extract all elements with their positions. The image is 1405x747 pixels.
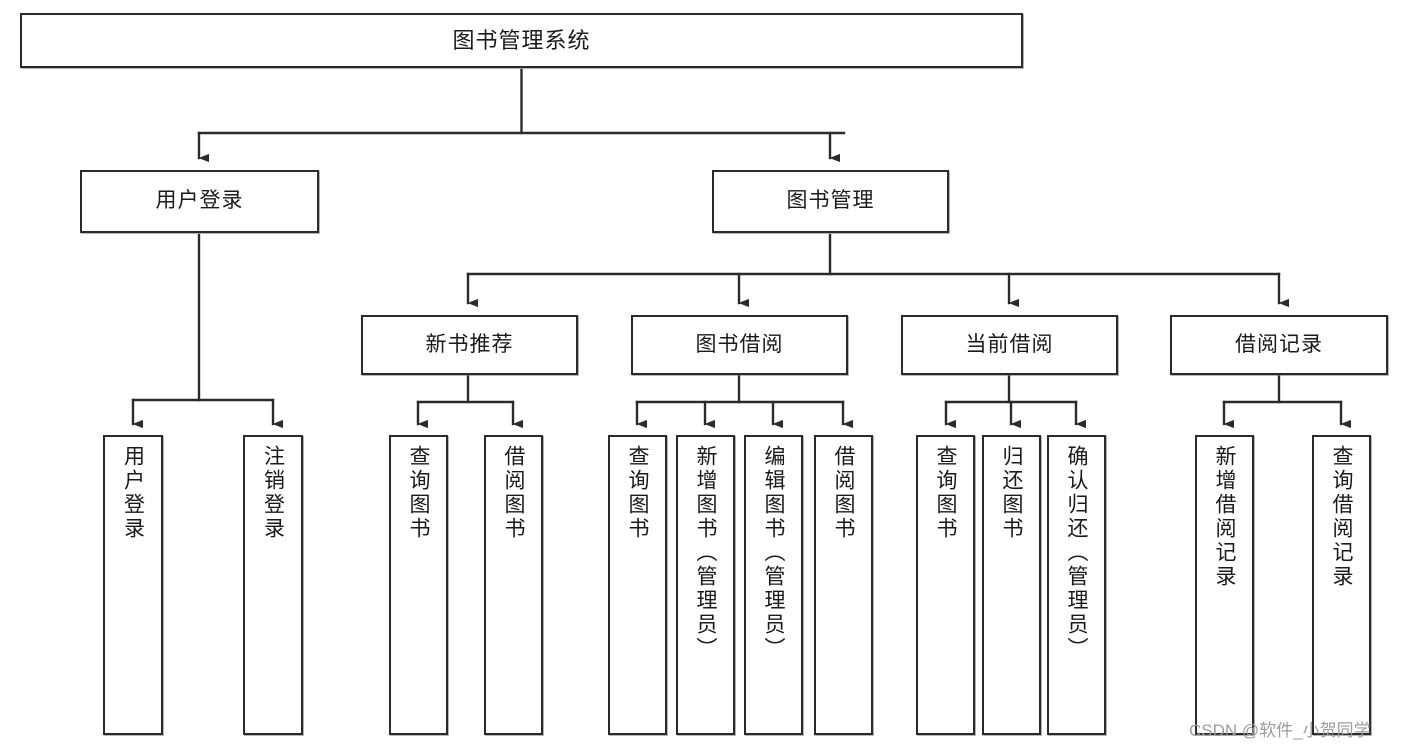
leaf-borrow-book-recommendation[interactable]: 借阅图书 xyxy=(484,435,543,735)
node-book-management[interactable]: 图书管理 xyxy=(712,170,949,233)
node-label: 查询图书 xyxy=(407,445,430,541)
node-label: 图书管理 xyxy=(786,189,875,213)
leaf-return-book[interactable]: 归还图书 xyxy=(982,435,1041,735)
node-label: 新增借阅记录 xyxy=(1213,445,1236,589)
node-label: 图书管理系统 xyxy=(452,27,591,53)
node-book-borrowing[interactable]: 图书借阅 xyxy=(631,315,848,375)
node-label: 确认归还（管理员） xyxy=(1065,445,1088,661)
leaf-add-book-admin[interactable]: 新增图书（管理员） xyxy=(676,435,735,735)
node-label: 新书推荐 xyxy=(425,332,514,356)
leaf-add-borrowing-record[interactable]: 新增借阅记录 xyxy=(1195,435,1254,735)
csdn-watermark: CSDN @软件_小贺同学 xyxy=(1189,721,1371,740)
leaf-confirm-return-admin[interactable]: 确认归还（管理员） xyxy=(1047,435,1106,735)
leaf-query-book-current[interactable]: 查询图书 xyxy=(916,435,975,735)
node-label: 借阅记录 xyxy=(1235,332,1323,356)
node-user-login[interactable]: 用户登录 xyxy=(80,170,319,233)
leaf-query-book-recommendation[interactable]: 查询图书 xyxy=(389,435,448,735)
node-label: 用户登录 xyxy=(155,189,244,213)
node-label: 新增图书（管理员） xyxy=(694,445,717,661)
node-label: 借阅图书 xyxy=(502,445,525,541)
node-label: 当前借阅 xyxy=(965,332,1054,356)
node-label: 归还图书 xyxy=(1000,445,1023,541)
leaf-user-login[interactable]: 用户登录 xyxy=(103,435,163,735)
node-label: 编辑图书（管理员） xyxy=(762,445,785,661)
node-borrowing-records[interactable]: 借阅记录 xyxy=(1170,315,1388,375)
leaf-query-book-borrowing[interactable]: 查询图书 xyxy=(608,435,667,735)
node-label: 图书借阅 xyxy=(695,332,784,356)
node-label: 查询借阅记录 xyxy=(1330,445,1353,589)
node-new-book-recommendation[interactable]: 新书推荐 xyxy=(361,315,578,375)
node-root-book-management-system[interactable]: 图书管理系统 xyxy=(20,13,1023,68)
node-label: 注销登录 xyxy=(261,445,285,541)
leaf-logout[interactable]: 注销登录 xyxy=(243,435,303,735)
node-label: 用户登录 xyxy=(121,445,145,541)
node-label: 借阅图书 xyxy=(832,445,855,541)
leaf-query-borrowing-record[interactable]: 查询借阅记录 xyxy=(1312,435,1371,735)
node-label: 查询图书 xyxy=(934,445,957,541)
leaf-borrow-book-borrowing[interactable]: 借阅图书 xyxy=(814,435,873,735)
node-label: 查询图书 xyxy=(626,445,649,541)
node-current-borrowing[interactable]: 当前借阅 xyxy=(901,315,1118,375)
leaf-edit-book-admin[interactable]: 编辑图书（管理员） xyxy=(744,435,803,735)
